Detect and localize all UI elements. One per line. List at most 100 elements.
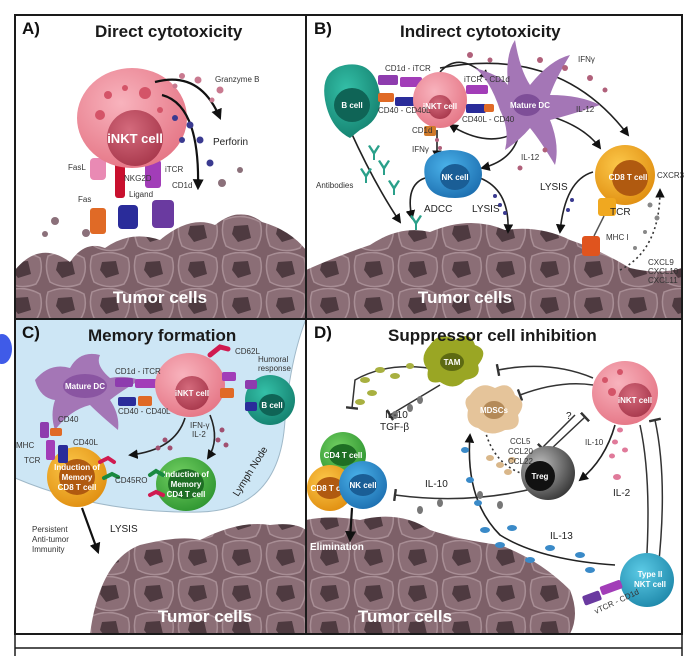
- tcr-label-b: TCR: [610, 207, 631, 218]
- inkt-type2-inhibit: [639, 424, 653, 572]
- cd40-label-c: CD40: [58, 415, 79, 424]
- ifng-label-b-2: IFNγ: [578, 55, 595, 64]
- tumor-mass-d: [306, 516, 575, 634]
- antibody-arrow: [349, 129, 402, 224]
- inkt-label-d: iNKT cell: [618, 396, 652, 405]
- fasl-label: FasL: [68, 163, 86, 172]
- panel-a-letter: A): [22, 19, 40, 38]
- cytokine-label-c-1: IFN-γ: [190, 421, 210, 430]
- tcr-label-c: TCR: [24, 456, 41, 465]
- inkt-label-c: iNKT cell: [175, 389, 209, 398]
- humoral-label-1: Humoral: [258, 355, 288, 364]
- cd1d-receptor: [152, 200, 174, 228]
- tumor-label-d: Tumor cells: [358, 607, 452, 626]
- treg-inkt-inhibit-2: [549, 411, 590, 451]
- cxcr3-label: CXCR3: [657, 171, 685, 180]
- memory-cd4-label-3: CD4 T cell: [167, 490, 206, 499]
- nkg2d-label: NKG2D: [124, 174, 152, 183]
- il10-inkt-label: IL-10: [585, 438, 604, 447]
- il10-inkt-treg-arrow: [578, 424, 616, 482]
- b-cell-label-c: B cell: [261, 401, 282, 410]
- treg-effector-inhibit: [393, 486, 541, 502]
- il2-dots: [609, 427, 628, 480]
- antibodies: [360, 145, 422, 230]
- panel-d-title: Suppressor cell inhibition: [388, 326, 597, 345]
- granzyme-granules: [172, 73, 224, 103]
- chemokine-label-3: CXCL11: [648, 276, 678, 285]
- cytokine-label-c-2: IL-2: [192, 430, 206, 439]
- type2-label-1: Type II: [638, 570, 663, 579]
- lysis-nk-label: LYSIS: [472, 204, 500, 215]
- il10-tgfb-label-2: TGF-β: [380, 422, 409, 433]
- tumor-mass-c: [90, 524, 306, 634]
- mdsc-chemokine-dots: [486, 455, 516, 475]
- cd1d-tcr-label-c: CD1d - iTCR: [115, 367, 161, 376]
- adcc-label: ADCC: [424, 204, 452, 215]
- mhc-label-c: MHC: [16, 441, 34, 450]
- memory-cd4-label-2: Memory: [171, 480, 202, 489]
- debris-dots: [42, 167, 243, 237]
- mdsc-label: MDSCs: [480, 406, 509, 415]
- cd1d-label: CD1d: [172, 181, 192, 190]
- il10-dots: [392, 396, 503, 514]
- mature-dc-label-c: Mature DC: [65, 382, 105, 391]
- mature-dc-label-b: Mature DC: [510, 101, 550, 110]
- inkt-label-b: iNKT cell: [423, 102, 457, 111]
- inkt-nucleus-a: [107, 110, 163, 166]
- chemokine-label-d-1: CCL5: [510, 437, 531, 446]
- chemokine-label-1: CXCL9: [648, 258, 674, 267]
- fasl-receptor: [90, 158, 106, 180]
- il13-label: IL-13: [550, 531, 573, 542]
- chemokine-dots: [633, 202, 660, 250]
- side-marker: [0, 334, 12, 364]
- cd40l-cd40-label-b: CD40L - CD40: [462, 115, 515, 124]
- panel-c-letter: C): [22, 323, 40, 342]
- type2-nkt-cell: [620, 553, 674, 607]
- il12-label-b-2: IL-12: [521, 153, 540, 162]
- elimination-arrow: [345, 507, 357, 543]
- il10-tgfb-label-1: IL-10: [385, 410, 408, 421]
- lysis-cd8-label: LYSIS: [540, 182, 568, 193]
- cytokine-arrow-cd8: [128, 417, 186, 459]
- cd40-cd40l-label-c: CD40 - CD40L: [118, 407, 171, 416]
- b-cell-label-b: B cell: [341, 101, 362, 110]
- adcc-arrow: [405, 177, 426, 220]
- il12-label-b-1: IL-12: [576, 105, 595, 114]
- inkt-mdsc-inhibit: [516, 383, 594, 402]
- il13-arrow: [464, 433, 616, 566]
- panel-a-title: Direct cytotoxicity: [95, 22, 243, 41]
- type2-label-2: NKT cell: [634, 580, 666, 589]
- cd62l-label: CD62L: [235, 347, 260, 356]
- cd1d-label-b: CD1d: [412, 126, 432, 135]
- question-label: ?: [566, 411, 572, 422]
- persistent-label-2: Anti-tumor: [32, 535, 69, 544]
- cytokine-dots-c: [155, 427, 229, 451]
- lysis-arrow-c: [80, 507, 101, 555]
- tam-label: TAM: [444, 358, 461, 367]
- perforin-label: Perforin: [213, 137, 248, 148]
- tumor-label-c: Tumor cells: [158, 607, 252, 626]
- nk-label-d: NK cell: [349, 481, 376, 490]
- cd4-label-d: CD4 T cell: [324, 451, 363, 460]
- ifng-label-b-1: IFNγ: [412, 145, 429, 154]
- humoral-label-2: response: [258, 364, 291, 373]
- tumor-mass-a: [15, 214, 306, 319]
- panel-d-letter: D): [314, 323, 332, 342]
- cd45ro-label: CD45RO: [115, 476, 147, 485]
- cd8-label-d: CD8 T cell: [311, 484, 350, 493]
- antibodies-label: Antibodies: [316, 181, 353, 190]
- panel-a: Tumor cells iNKT cell Direct cytotoxicit…: [15, 15, 306, 319]
- tumor-label-b: Tumor cells: [418, 288, 512, 307]
- cytokine-arrow-cd4: [206, 414, 217, 460]
- elimination-label: Elimination: [310, 542, 364, 553]
- nk-cell-label-b: NK cell: [441, 173, 468, 182]
- suppressor-cd4-inhibit: [385, 384, 441, 421]
- cytokine-dots-b: [435, 52, 608, 171]
- lysis-granules-b: [493, 194, 574, 215]
- itcr-label: iTCR: [165, 165, 183, 174]
- memory-cd4-label-1: Induction of: [163, 470, 209, 479]
- cd40l-label-c: CD40L: [73, 438, 98, 447]
- type2-inkt-inhibit: [648, 417, 664, 571]
- chemokine-label-d-3: CCL22: [508, 457, 533, 466]
- persistent-label-3: Immunity: [32, 545, 64, 554]
